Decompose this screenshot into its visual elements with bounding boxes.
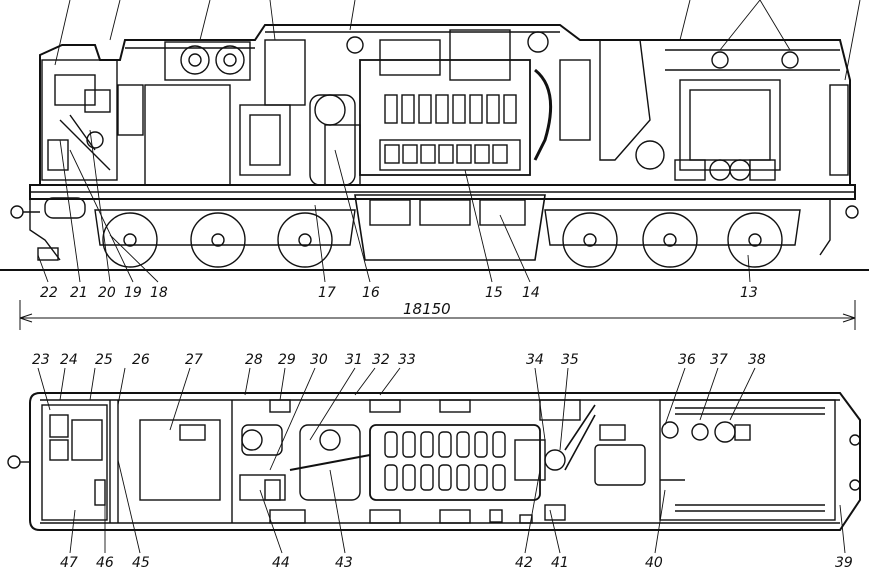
label-14: 14 xyxy=(522,285,540,301)
label-19: 19 xyxy=(124,285,142,301)
label-42: 42 xyxy=(515,555,533,571)
engine-cylinders-plan xyxy=(384,431,506,491)
label-16: 16 xyxy=(362,285,380,301)
label-36: 36 xyxy=(678,352,696,368)
label-37: 37 xyxy=(710,352,728,368)
label-21: 21 xyxy=(70,285,88,301)
label-22: 22 xyxy=(40,285,58,301)
label-23: 23 xyxy=(32,352,50,368)
label-40: 40 xyxy=(645,555,663,571)
label-47: 47 xyxy=(60,555,78,571)
label-25: 25 xyxy=(95,352,113,368)
label-30: 30 xyxy=(310,352,328,368)
label-18: 18 xyxy=(150,285,168,301)
label-27: 27 xyxy=(185,352,203,368)
label-17: 17 xyxy=(318,285,336,301)
dimension-line xyxy=(19,300,856,330)
label-45: 45 xyxy=(132,555,150,571)
label-39: 39 xyxy=(835,555,853,571)
overall-length-dimension: 18150 xyxy=(403,300,451,318)
label-28: 28 xyxy=(245,352,263,368)
label-38: 38 xyxy=(748,352,766,368)
plan-view xyxy=(7,367,861,554)
label-43: 43 xyxy=(335,555,353,571)
label-31: 31 xyxy=(345,352,363,368)
label-46: 46 xyxy=(96,555,114,571)
label-44: 44 xyxy=(272,555,290,571)
label-29: 29 xyxy=(278,352,296,368)
label-15: 15 xyxy=(485,285,503,301)
label-20: 20 xyxy=(98,285,116,301)
engine-cylinders xyxy=(384,94,517,164)
label-41: 41 xyxy=(551,555,569,571)
label-32: 32 xyxy=(372,352,390,368)
wheels xyxy=(102,212,783,268)
side-view xyxy=(0,0,869,283)
label-26: 26 xyxy=(132,352,150,368)
label-35: 35 xyxy=(561,352,579,368)
label-24: 24 xyxy=(60,352,78,368)
label-13: 13 xyxy=(740,285,758,301)
label-33: 33 xyxy=(398,352,416,368)
label-34: 34 xyxy=(526,352,544,368)
